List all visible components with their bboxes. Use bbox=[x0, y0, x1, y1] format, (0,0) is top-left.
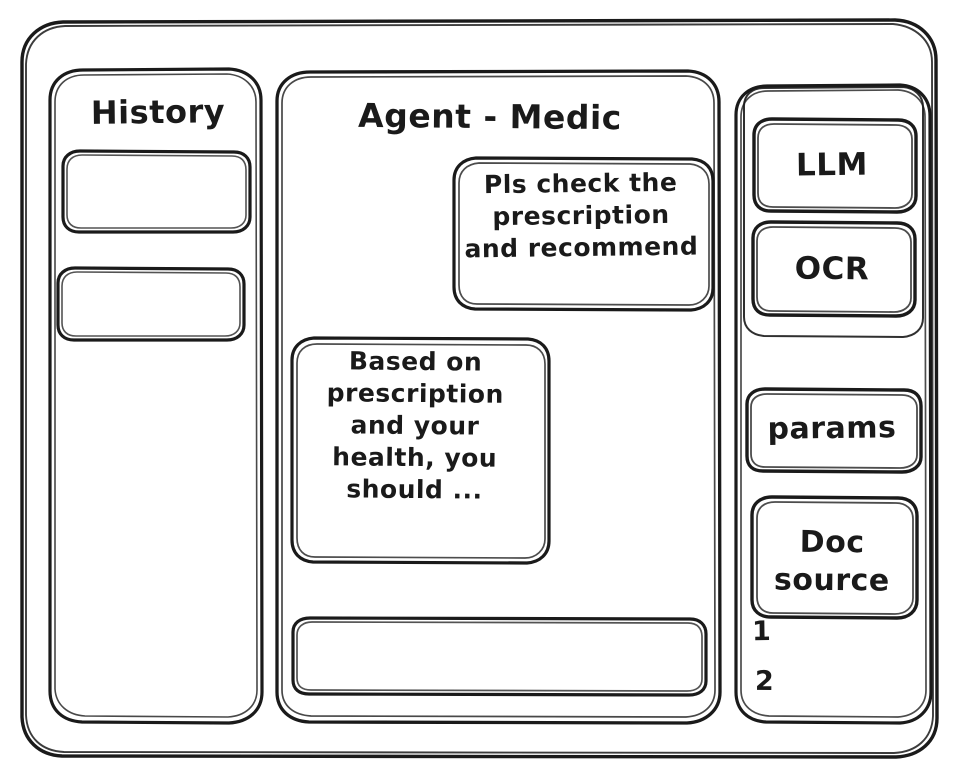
history-item[interactable] bbox=[63, 151, 251, 233]
user-message-bubble bbox=[454, 158, 713, 310]
doc-source-box[interactable] bbox=[752, 497, 917, 618]
page-title: Agent - Medic bbox=[357, 95, 623, 138]
history-item[interactable] bbox=[58, 268, 245, 341]
doc-source-item[interactable]: 1 bbox=[751, 616, 772, 648]
doc-source-item[interactable]: 2 bbox=[754, 665, 775, 697]
llm-button[interactable] bbox=[754, 119, 916, 212]
history-panel-title: History bbox=[90, 92, 226, 132]
params-button[interactable] bbox=[747, 389, 921, 472]
agent-message-bubble bbox=[292, 338, 549, 563]
composer-input[interactable] bbox=[293, 618, 706, 695]
ocr-button[interactable] bbox=[753, 222, 915, 316]
